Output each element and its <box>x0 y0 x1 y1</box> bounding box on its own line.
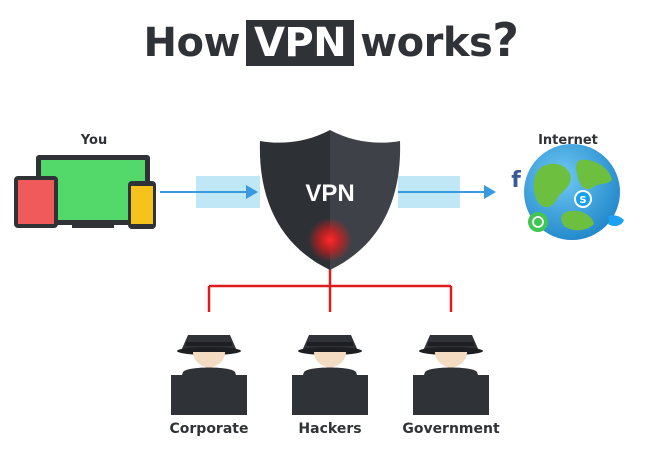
whatsapp-icon <box>528 212 548 232</box>
spy-government <box>413 335 489 415</box>
you-label: You <box>80 133 108 148</box>
title-question-mark: ? <box>492 13 519 67</box>
svg-text:S: S <box>579 195 586 206</box>
title-suffix: works <box>360 20 493 66</box>
spy-corporate <box>171 335 247 415</box>
vpn-shield-label: VPN <box>305 180 354 207</box>
title-highlight: VPN <box>245 20 355 66</box>
globe-icon <box>524 144 620 240</box>
skype-icon: S <box>574 190 592 208</box>
arrowhead-right <box>484 185 496 199</box>
observer-label-government: Government <box>402 421 500 437</box>
observers <box>171 335 489 415</box>
facebook-icon: f <box>511 168 521 193</box>
observer-label-hackers: Hackers <box>298 421 362 437</box>
observer-label-corporate: Corporate <box>169 421 249 437</box>
shield-icon <box>259 130 401 270</box>
title-prefix: How <box>143 20 241 66</box>
svg-text:f: f <box>511 168 521 193</box>
internet-label: Internet <box>538 133 598 148</box>
arrowhead-left <box>246 185 258 199</box>
devices-icon <box>14 155 156 229</box>
twitter-icon <box>608 215 624 227</box>
spy-hackers <box>292 335 368 415</box>
